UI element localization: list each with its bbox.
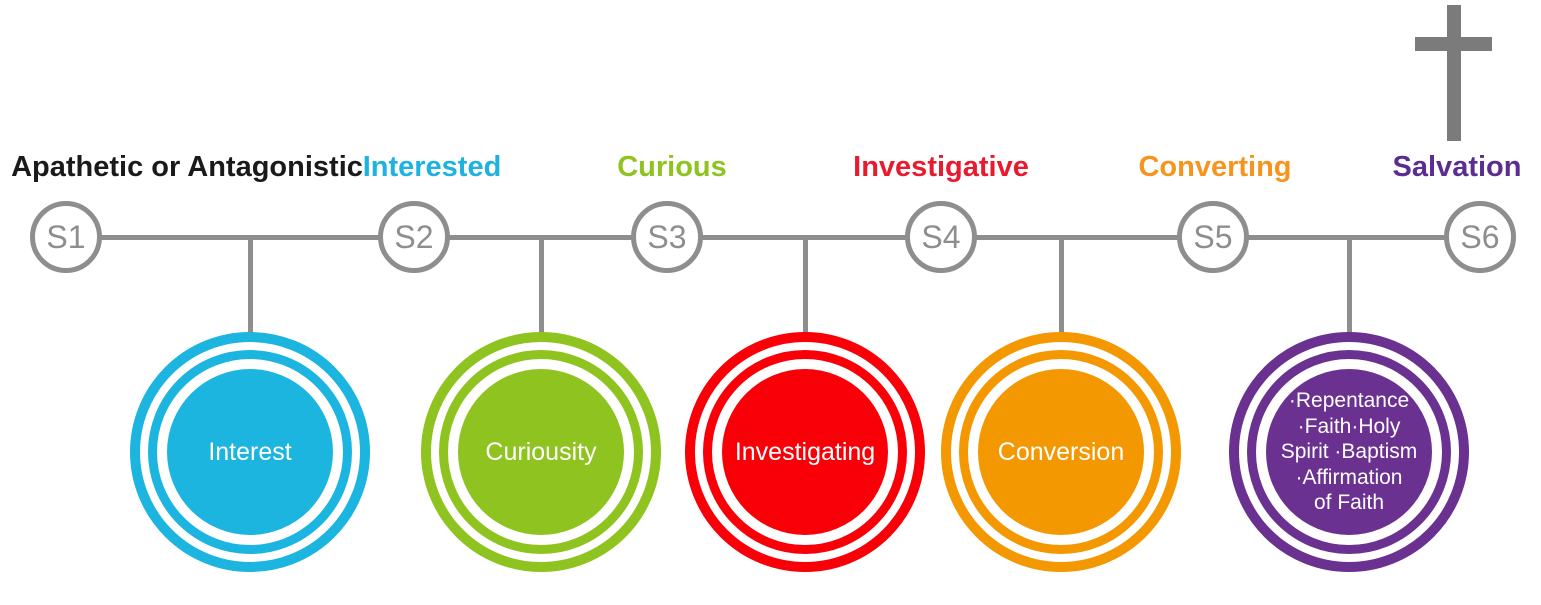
milestone-label-salvation-steps: ·Repentance ·Faith·Holy Spirit ·Baptism …: [1266, 369, 1432, 535]
milestone-label-curiousity: Curiousity: [458, 369, 624, 535]
timeline-marker-s5: S5: [1177, 201, 1249, 273]
milestone-circle-curiousity: Curiousity: [421, 332, 661, 572]
connector-line: [803, 237, 808, 334]
connector-line: [248, 237, 253, 334]
stage-label-salvation: Salvation: [1392, 151, 1522, 183]
timeline-line: [66, 235, 1480, 240]
stage-label-curious: Curious: [617, 151, 727, 183]
timeline-marker-s4: S4: [905, 201, 977, 273]
connector-line: [1347, 237, 1352, 334]
milestone-ring: Curiousity: [439, 350, 643, 554]
timeline-marker-s1: S1: [30, 201, 102, 273]
milestone-label-investigating: Investigating: [722, 369, 888, 535]
timeline-marker-s6: S6: [1444, 201, 1516, 273]
connector-line: [539, 237, 544, 334]
milestone-circle-interest: Interest: [130, 332, 370, 572]
stage-label-investigative: Investigative: [853, 151, 1029, 183]
timeline-marker-s3: S3: [631, 201, 703, 273]
stage-label-converting: Converting: [1138, 151, 1292, 183]
milestone-ring: Conversion: [959, 350, 1163, 554]
milestone-circle-conversion: Conversion: [941, 332, 1181, 572]
stage-label-apathetic: Apathetic or Antagonistic: [11, 151, 363, 183]
cross-icon: [1415, 37, 1492, 51]
timeline-marker-s2: S2: [378, 201, 450, 273]
stage-label-interested: Interested: [362, 151, 502, 183]
cross-icon: [1447, 5, 1461, 141]
milestone-ring: Interest: [148, 350, 352, 554]
milestone-ring: ·Repentance ·Faith·Holy Spirit ·Baptism …: [1247, 350, 1451, 554]
milestone-circle-investigating: Investigating: [685, 332, 925, 572]
milestone-label-conversion: Conversion: [978, 369, 1144, 535]
milestone-circle-salvation-steps: ·Repentance ·Faith·Holy Spirit ·Baptism …: [1229, 332, 1469, 572]
milestone-ring: Investigating: [703, 350, 907, 554]
milestone-label-interest: Interest: [167, 369, 333, 535]
connector-line: [1059, 237, 1064, 334]
